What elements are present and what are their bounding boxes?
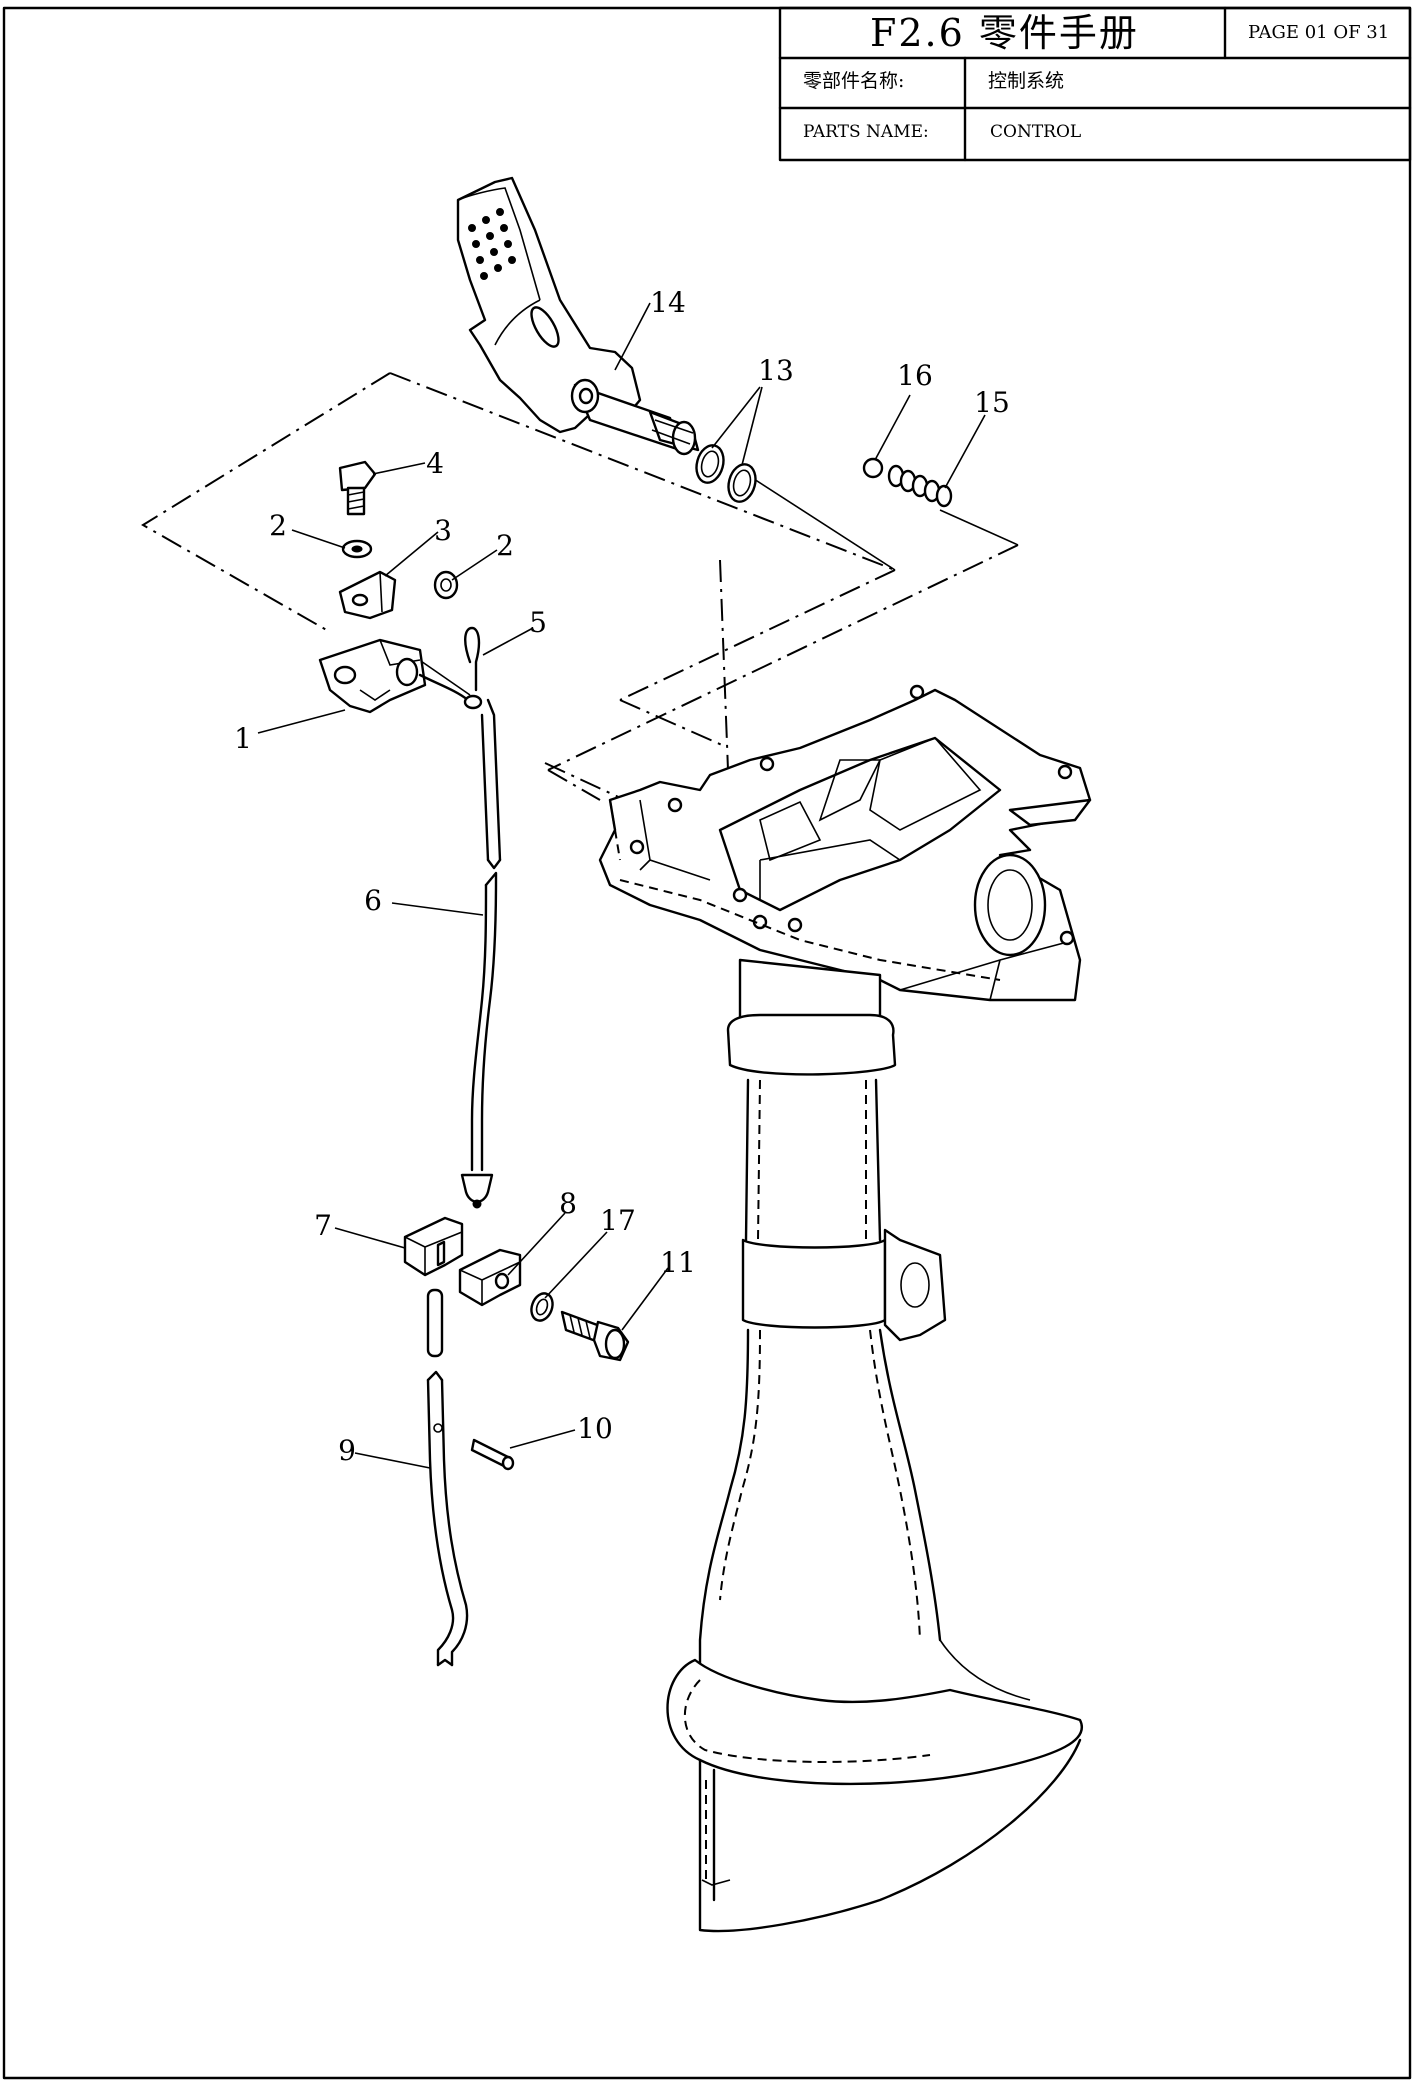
flange-mounting-holes [629, 684, 1075, 946]
part-8-clamp-half [458, 1248, 522, 1307]
parts-name-en-value: CONTROL [990, 122, 1082, 142]
callout-10: 10 [577, 1412, 613, 1445]
callout-9: 9 [338, 1434, 356, 1467]
callout-5: 5 [529, 606, 547, 639]
callout-6: 6 [364, 884, 382, 917]
part-15-spring [887, 464, 953, 508]
callout-14: 14 [650, 286, 686, 319]
callout-7: 7 [314, 1209, 332, 1242]
parts-name-cn-label: 零部件名称: [803, 70, 905, 92]
page-number: PAGE 01 OF 31 [1248, 22, 1390, 43]
callout-8: 8 [559, 1187, 577, 1220]
part-16-ball [862, 457, 884, 479]
lever-grip-dots [468, 208, 516, 280]
part-7-clamp-half [403, 1216, 464, 1277]
assembly-guide-lines [141, 372, 1019, 801]
housing-lower-unit [666, 958, 1083, 1933]
part-6-upper-rod [418, 673, 502, 1209]
part-10-pin [470, 1438, 515, 1471]
callout-2b: 2 [496, 529, 514, 562]
callout-2a: 2 [269, 509, 287, 542]
part-4-bolt [338, 460, 377, 516]
part-5-cotter-pin [464, 626, 481, 692]
callout-labels: 1 2 2 3 4 5 6 7 8 9 10 11 13 14 15 16 17 [234, 286, 1010, 1467]
part-9-lower-rod [426, 1288, 469, 1667]
callout-4: 4 [426, 447, 444, 480]
callout-3: 3 [434, 514, 452, 547]
part-13-o-rings [695, 444, 757, 503]
part-2-washers [341, 539, 459, 600]
leader-lines [257, 302, 986, 1469]
callout-16: 16 [897, 359, 933, 392]
callout-13: 13 [758, 354, 794, 387]
callout-15: 15 [974, 386, 1010, 419]
parts-name-en-label: PARTS NAME: [803, 122, 929, 142]
housing-top-flange [598, 684, 1092, 1002]
part-17-washer [530, 1292, 554, 1322]
manual-title: F2.6 零件手册 [870, 11, 1139, 55]
title-block-frame [778, 6, 1412, 162]
part-11-bolt [560, 1310, 630, 1362]
part-1-clamp [318, 638, 427, 714]
callout-11: 11 [660, 1246, 696, 1279]
part-14-control-lever [456, 176, 700, 456]
sheet-border [2, 6, 1412, 2080]
callout-1: 1 [234, 722, 252, 755]
callout-17: 17 [600, 1204, 636, 1237]
parts-name-cn-value: 控制系统 [988, 70, 1065, 92]
part-3-bracket [338, 570, 397, 620]
